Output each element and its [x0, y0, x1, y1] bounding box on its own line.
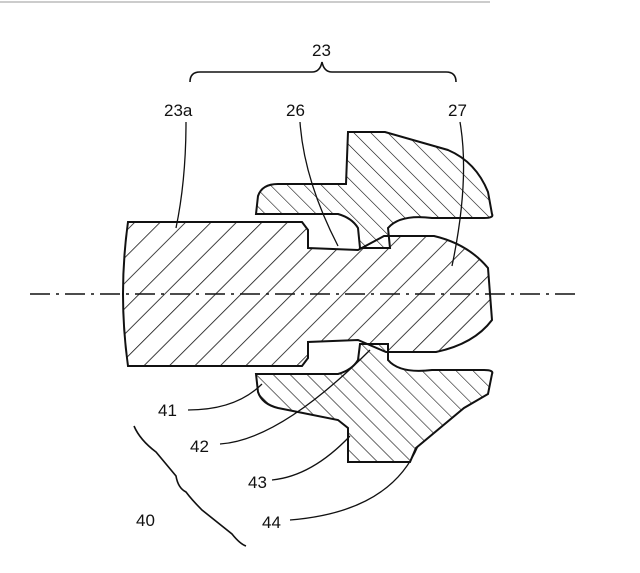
leader-41	[188, 384, 262, 410]
label-27: 27	[448, 101, 467, 120]
leader-43	[272, 436, 350, 480]
label-23a: 23a	[164, 101, 193, 120]
label-44: 44	[262, 513, 281, 532]
label-43: 43	[248, 473, 267, 492]
label-26: 26	[286, 101, 305, 120]
leader-23a	[176, 122, 186, 228]
label-40: 40	[136, 511, 155, 530]
label-42: 42	[190, 437, 209, 456]
label-23: 23	[312, 41, 331, 60]
brace-23	[190, 62, 456, 82]
label-41: 41	[158, 401, 177, 420]
